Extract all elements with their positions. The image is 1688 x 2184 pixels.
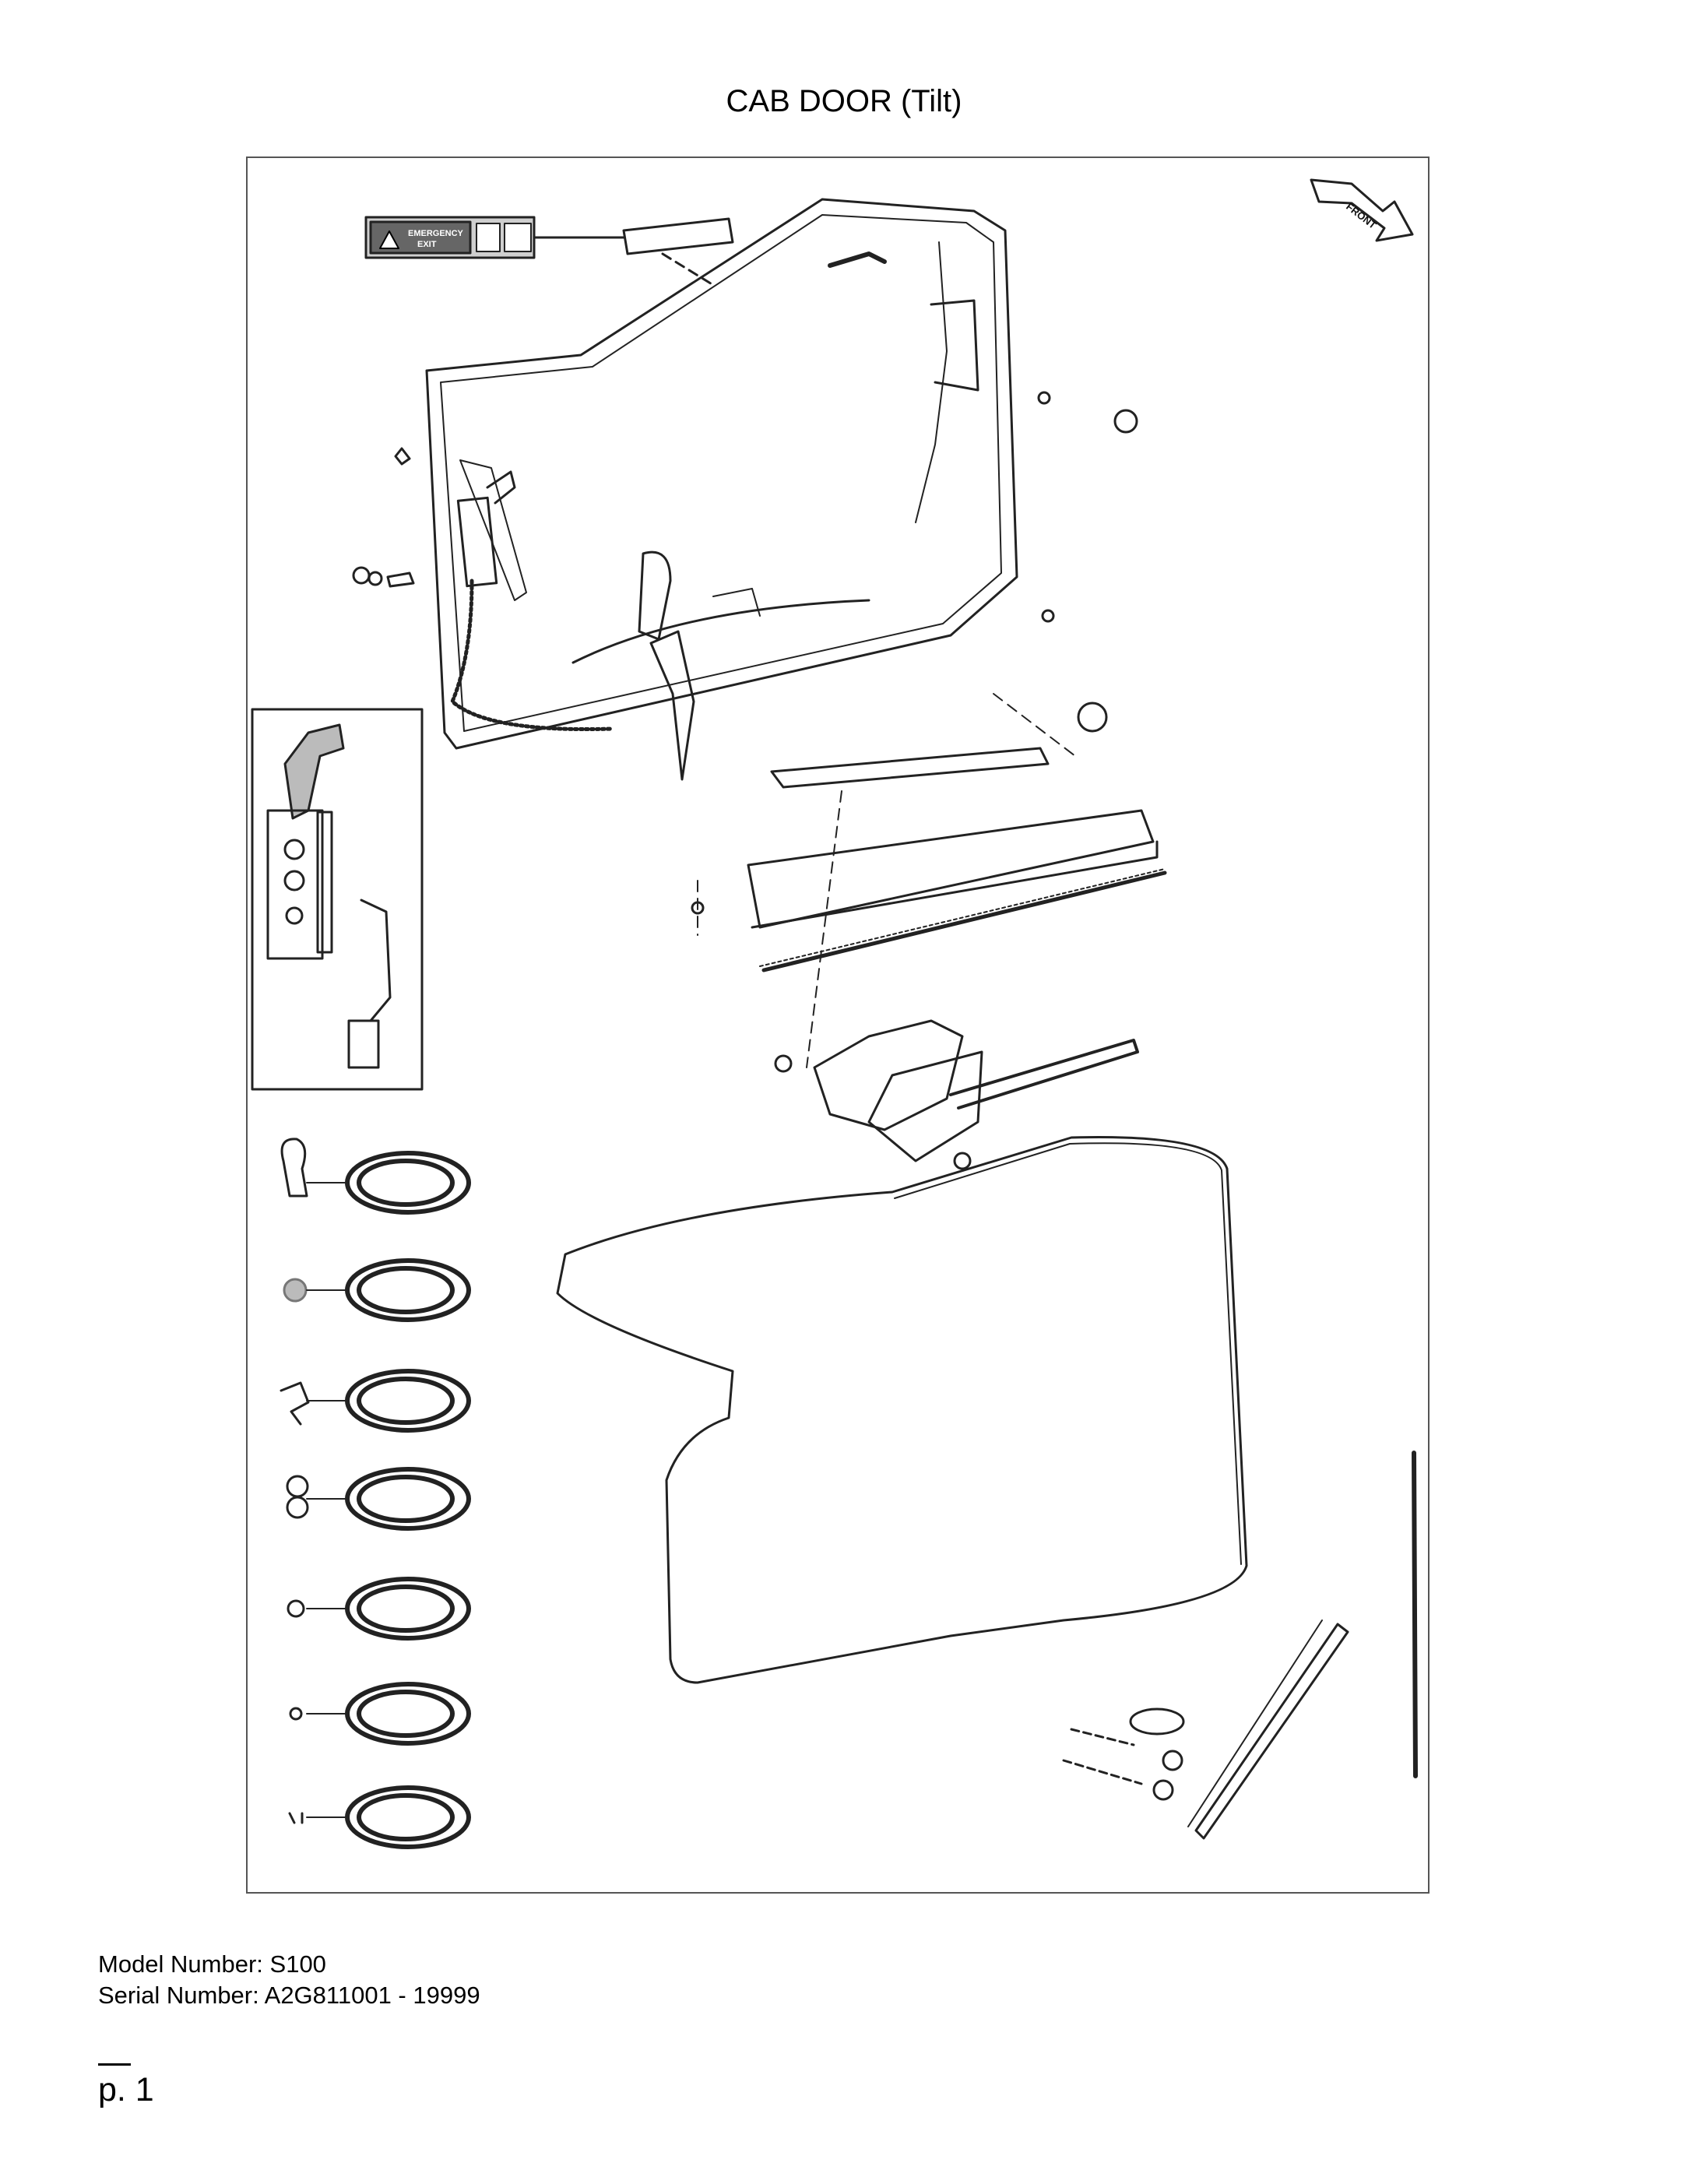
small-fasteners <box>691 391 1138 915</box>
gas-strut <box>1412 1451 1418 1778</box>
strike-assembly <box>774 1019 1139 1170</box>
latch-assembly <box>352 447 614 732</box>
diagram-frame <box>246 157 1430 1894</box>
grab-handle <box>828 251 887 268</box>
seal-profiles <box>280 1138 310 1824</box>
door-frame <box>425 198 1018 750</box>
page-rule <box>98 2063 131 2066</box>
mounting-rails <box>747 747 1167 972</box>
latch-handles <box>459 459 870 781</box>
emergency-exit-decal <box>364 216 625 259</box>
door-frame-inner <box>440 214 1002 732</box>
decal-line-1: EMERGENCY <box>408 229 464 238</box>
seal-coils <box>345 1151 471 1849</box>
trim-strip <box>622 217 734 255</box>
parts-diagram: EMERGENCY EXIT FRONT <box>251 178 1418 1849</box>
detail-inset <box>251 708 424 1091</box>
window-seal <box>556 1136 1248 1684</box>
serial-number: Serial Number: A2G811001 - 19999 <box>98 1982 480 2009</box>
page-number: p. 1 <box>98 2071 154 2108</box>
hinge-arm <box>1194 1623 1349 1840</box>
page-title: CAB DOOR (Tilt) <box>726 84 962 118</box>
decal-line-2: EXIT <box>417 240 437 249</box>
front-arrow: FRONT <box>1310 178 1414 242</box>
hinge-hardware <box>1062 1707 1185 1801</box>
wire-harness <box>915 241 948 523</box>
model-number: Model Number: S100 <box>98 1950 326 1978</box>
